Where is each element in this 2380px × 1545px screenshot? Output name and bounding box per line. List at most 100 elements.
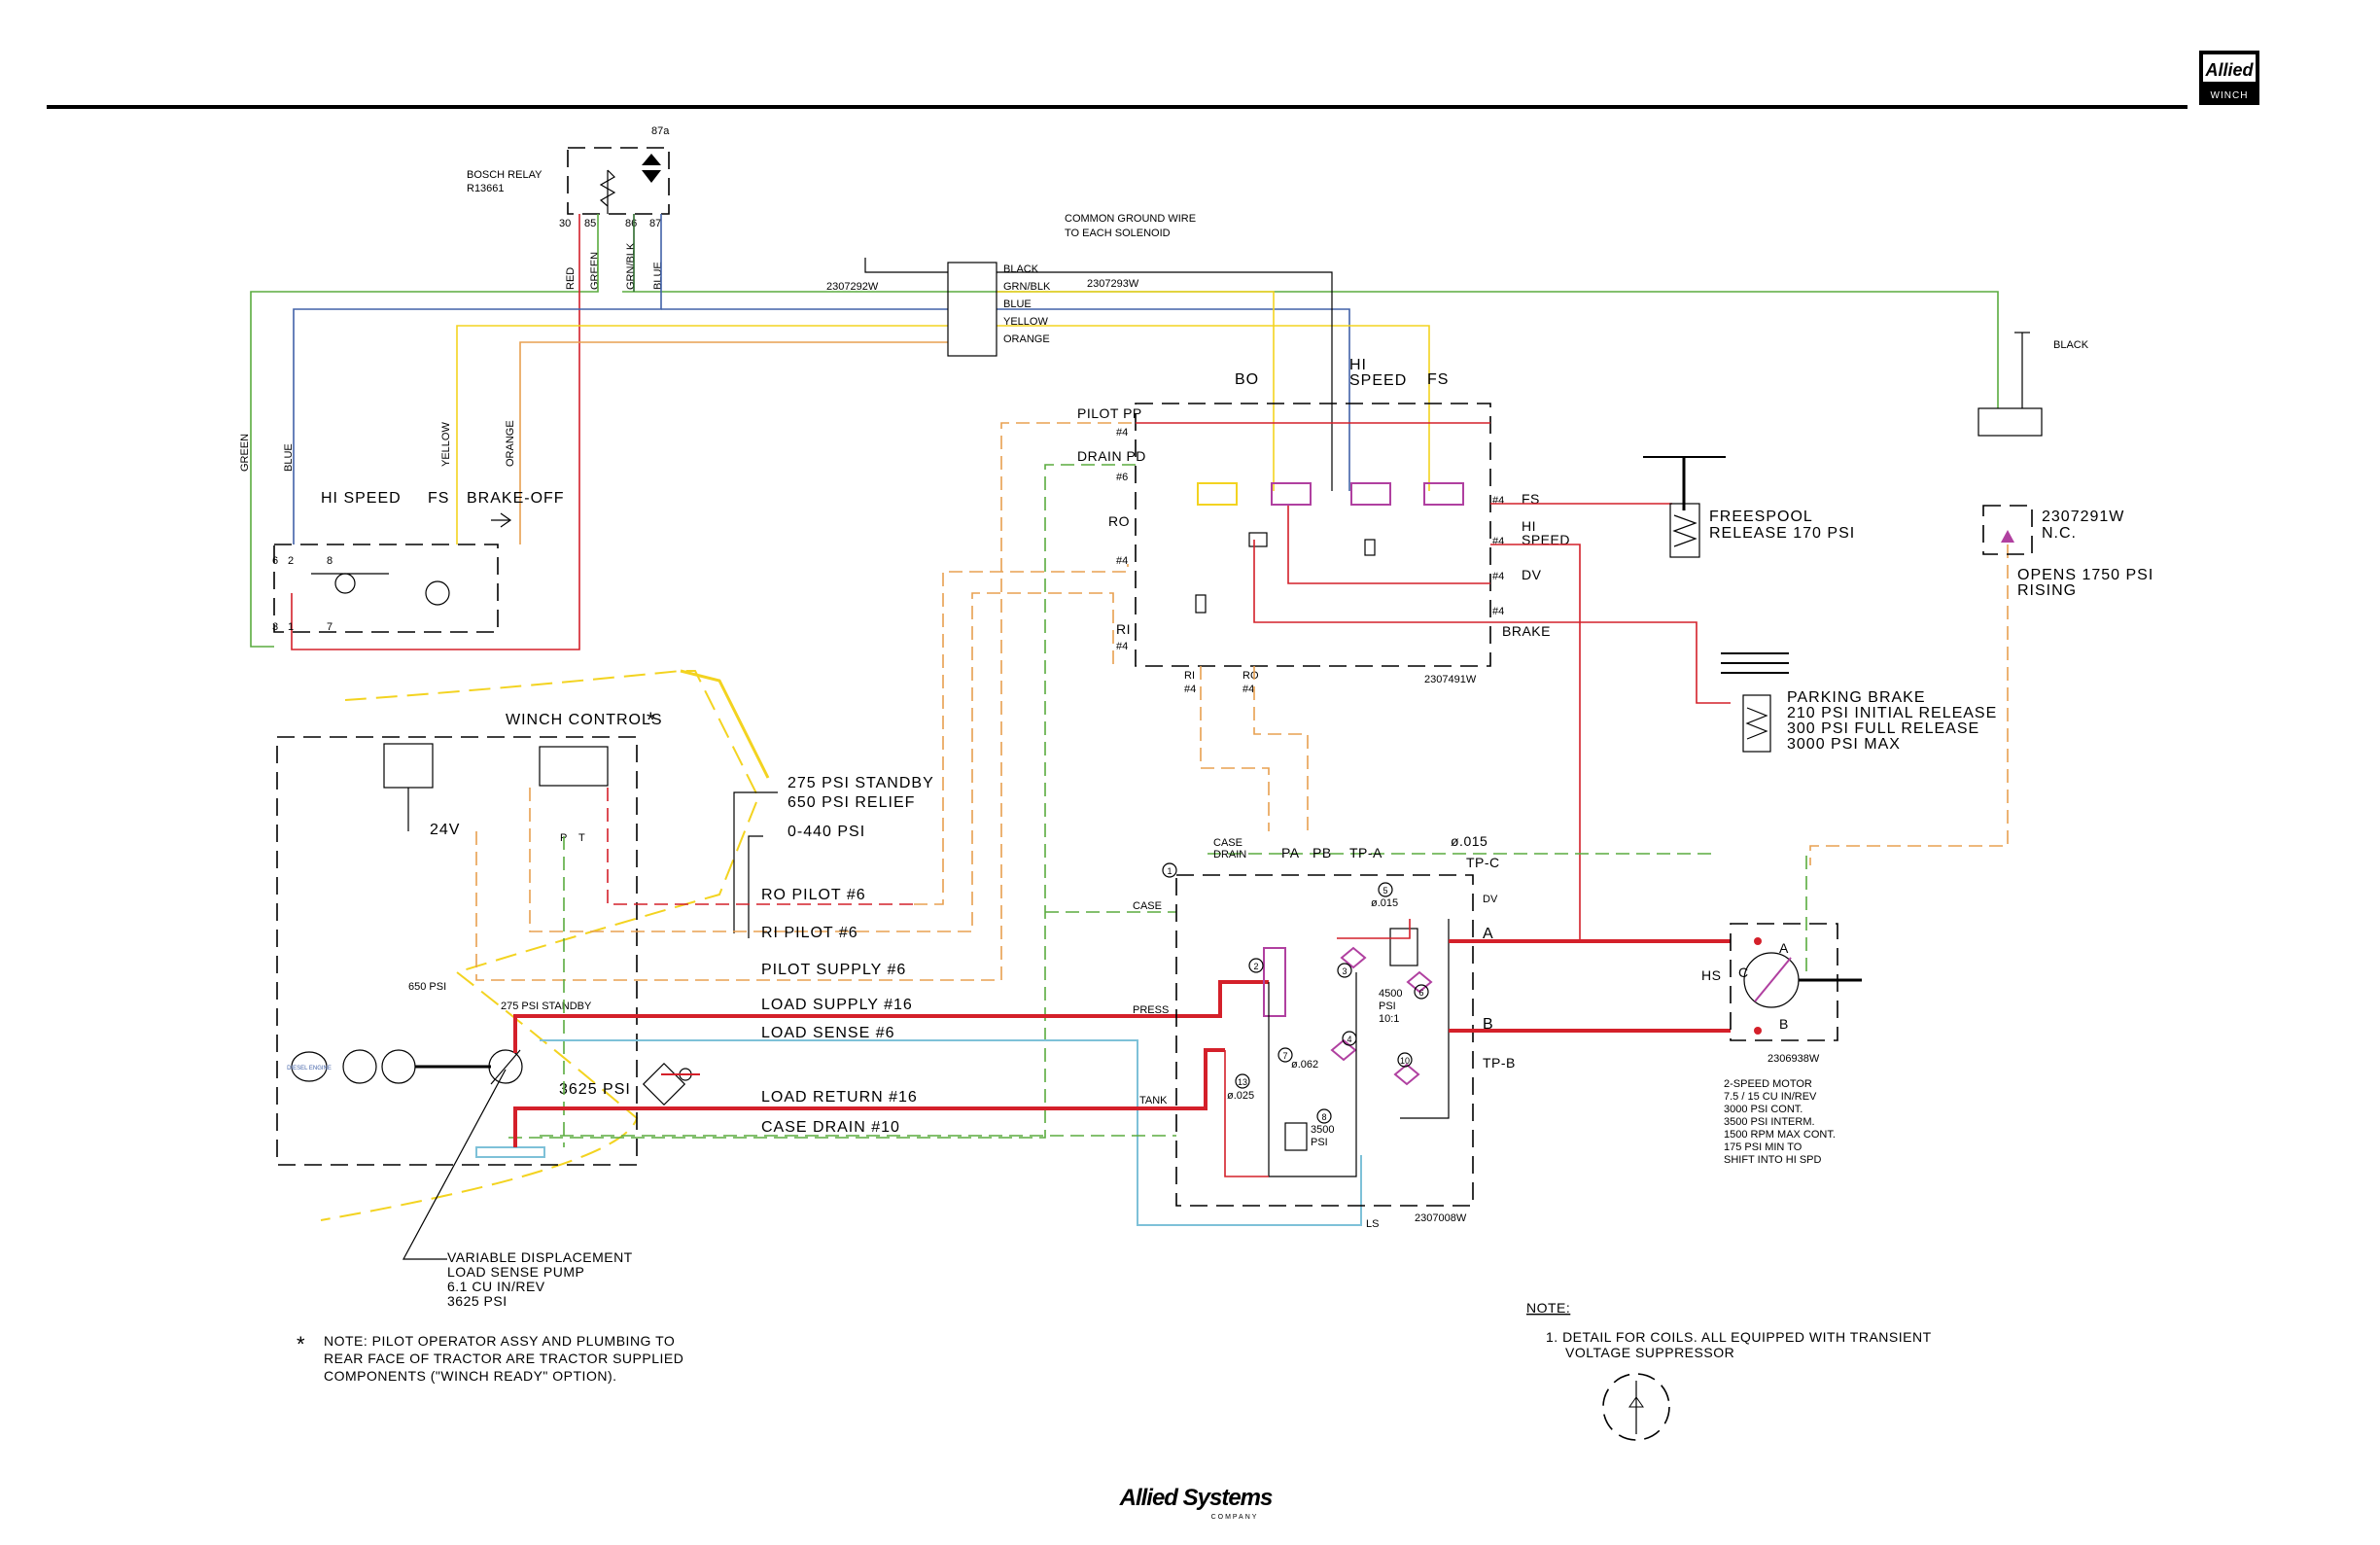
note-star-line2: REAR FACE OF TRACTOR ARE TRACTOR SUPPLIE… <box>324 1351 683 1366</box>
pump-line3: 6.1 CU IN/REV <box>447 1279 545 1294</box>
line-ri-pilot: RI PILOT #6 <box>761 925 858 941</box>
port-size: #4 <box>1492 571 1504 582</box>
switch-brake-off: BRAKE-OFF <box>467 490 565 507</box>
diesel-engine-label: DIESEL ENGINE <box>287 1066 332 1071</box>
pressure-switch-part: 2307291W <box>2042 509 2124 525</box>
switch-fs: FS <box>428 490 449 507</box>
motor-spec: 3000 PSI CONT. <box>1724 1104 1802 1115</box>
right-speed: SPEED <box>1522 532 1570 547</box>
callout: 6 <box>1418 988 1423 998</box>
pressure-switch: BLACK 2307291W N.C. OPENS 1750 PSI RISIN… <box>1978 332 2152 599</box>
connector-left-part: 2307292W <box>826 281 879 293</box>
check-4 <box>1393 1063 1420 1086</box>
port-size: #4 <box>1492 495 1504 507</box>
motor-spec: 2-SPEED MOTOR <box>1724 1078 1812 1090</box>
vb-part: 2307008W <box>1415 1212 1467 1224</box>
footer-logo: Allied Systems <box>1119 1485 1273 1511</box>
line-pilot-supply: PILOT SUPPLY #6 <box>761 962 906 978</box>
wire-label-yellow: YELLOW <box>440 422 452 467</box>
parking-brake-line1: PARKING BRAKE <box>1787 689 1926 706</box>
solenoid-block-part: 2307491W <box>1424 674 1477 685</box>
callout: 13 <box>1238 1077 1247 1087</box>
port-t: T <box>578 832 585 844</box>
vb-press: PRESS <box>1133 1004 1169 1016</box>
logo-text: Allied <box>2204 60 2254 80</box>
diesel-engine <box>291 1051 328 1082</box>
parking-brake: PARKING BRAKE 210 PSI INITIAL RELEASE 30… <box>1721 652 1997 753</box>
bosch-relay: BOSCH RELAY R13661 87a 30 85 86 87 <box>467 125 670 229</box>
motor-port-hs: HS <box>1701 967 1721 983</box>
wire-label-grnblk: GRN/BLK <box>625 242 637 290</box>
port-size: #4 <box>1116 555 1128 567</box>
connector-wire: YELLOW <box>1003 316 1048 328</box>
vb-tp-a: TP-A <box>1349 845 1382 860</box>
wire-label-green: GREEN <box>589 252 601 290</box>
two-speed-motor: A B C HS 2306938W 2-SPEED MOTOR 7.5 / 15… <box>1701 923 1862 1166</box>
relay-pin: 87 <box>649 218 661 229</box>
pump-line1: VARIABLE DISPLACEMENT <box>447 1249 633 1265</box>
right-brake: BRAKE <box>1502 623 1551 639</box>
wire-label-blue: BLUE <box>652 262 664 290</box>
valve-callouts: 1 2 3 4 5 6 7 8 10 13 <box>1162 862 1429 1124</box>
vb-port-b: B <box>1483 1016 1494 1033</box>
vb-orifice: ø.015 <box>1451 833 1488 849</box>
relay-pin: 86 <box>625 218 637 229</box>
psi-650: 650 PSI <box>408 981 446 993</box>
motor-part: 2306938W <box>1768 1053 1820 1065</box>
pressure-switch-rising: RISING <box>2017 582 2077 599</box>
label-fs: FS <box>1427 371 1449 388</box>
connector-wire: ORANGE <box>1003 334 1050 345</box>
bo-valve <box>1197 482 1238 506</box>
hi-valve <box>1271 482 1312 506</box>
relay-pin-87a: 87a <box>651 125 670 137</box>
vb-tp-b: TP-B <box>1483 1055 1516 1071</box>
vb-orifice: ø.015 <box>1371 897 1398 909</box>
label-bo: BO <box>1235 371 1259 388</box>
port-size: #6 <box>1116 472 1128 483</box>
solenoid-24v <box>383 743 434 789</box>
line-load-return: LOAD RETURN #16 <box>761 1089 918 1106</box>
callout: 7 <box>1282 1051 1287 1061</box>
vb-tp-c: TP-C <box>1466 855 1500 870</box>
pilot-range: 0-440 PSI <box>788 824 865 840</box>
port-size: #4 <box>1116 427 1128 439</box>
pump-line4: 3625 PSI <box>447 1293 508 1309</box>
vb-relief: 3500 <box>1311 1124 1334 1136</box>
callout: 10 <box>1400 1056 1410 1066</box>
callout: 8 <box>1321 1112 1326 1122</box>
vb-case: CASE <box>1133 900 1162 912</box>
shuttle-valve-2 <box>1195 594 1207 614</box>
switch-pin: 2 <box>288 555 294 567</box>
line-ro-pilot: RO PILOT #6 <box>761 887 866 903</box>
electrical-wires <box>250 214 1999 650</box>
vb-tank: TANK <box>1139 1095 1168 1106</box>
port-size: #4 <box>1184 684 1196 695</box>
port-size: #4 <box>1492 606 1504 617</box>
connector-wire: BLACK <box>1003 263 1039 275</box>
vb-ls: LS <box>1366 1218 1379 1230</box>
filter <box>642 1062 686 1106</box>
label-drain-pd: DRAIN PD <box>1077 448 1146 464</box>
motor-port-c: C <box>1738 965 1749 980</box>
shuttle-valve <box>1364 539 1376 556</box>
right-fs: FS <box>1522 491 1540 507</box>
note-star: * <box>297 1332 305 1356</box>
switch-pin: 6 <box>272 555 278 567</box>
compensator-spool <box>1263 947 1286 1017</box>
switch-pin: 3 <box>272 621 278 633</box>
note-line2: VOLTAGE SUPPRESSOR <box>1565 1345 1734 1360</box>
switch-pin: 1 <box>288 621 294 633</box>
pump-2 <box>381 1049 416 1084</box>
relief-3625: 3625 PSI <box>559 1081 631 1098</box>
label-hi: HI <box>1349 357 1367 373</box>
coil-detail <box>1602 1373 1670 1441</box>
parking-brake-line2: 210 PSI INITIAL RELEASE <box>1787 705 1997 721</box>
freespool-line2: RELEASE 170 PSI <box>1709 525 1855 542</box>
vb-relief: PSI <box>1311 1137 1328 1148</box>
standby-275: 275 PSI STANDBY <box>501 1001 592 1012</box>
vb-relief: PSI <box>1379 1001 1396 1012</box>
vb-port-a: A <box>1483 926 1494 942</box>
connector-wire: GRN/BLK <box>1003 281 1051 293</box>
motor-spec: 1500 RPM MAX CONT. <box>1724 1129 1836 1141</box>
